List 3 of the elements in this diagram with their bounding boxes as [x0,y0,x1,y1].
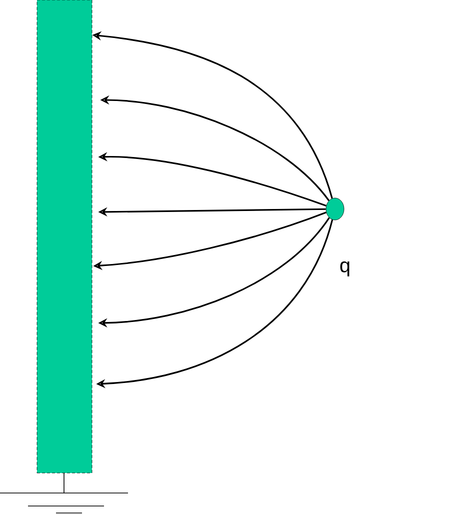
conducting-plate [36,0,92,474]
charge-label: q [340,261,350,276]
point-charge [326,198,344,220]
